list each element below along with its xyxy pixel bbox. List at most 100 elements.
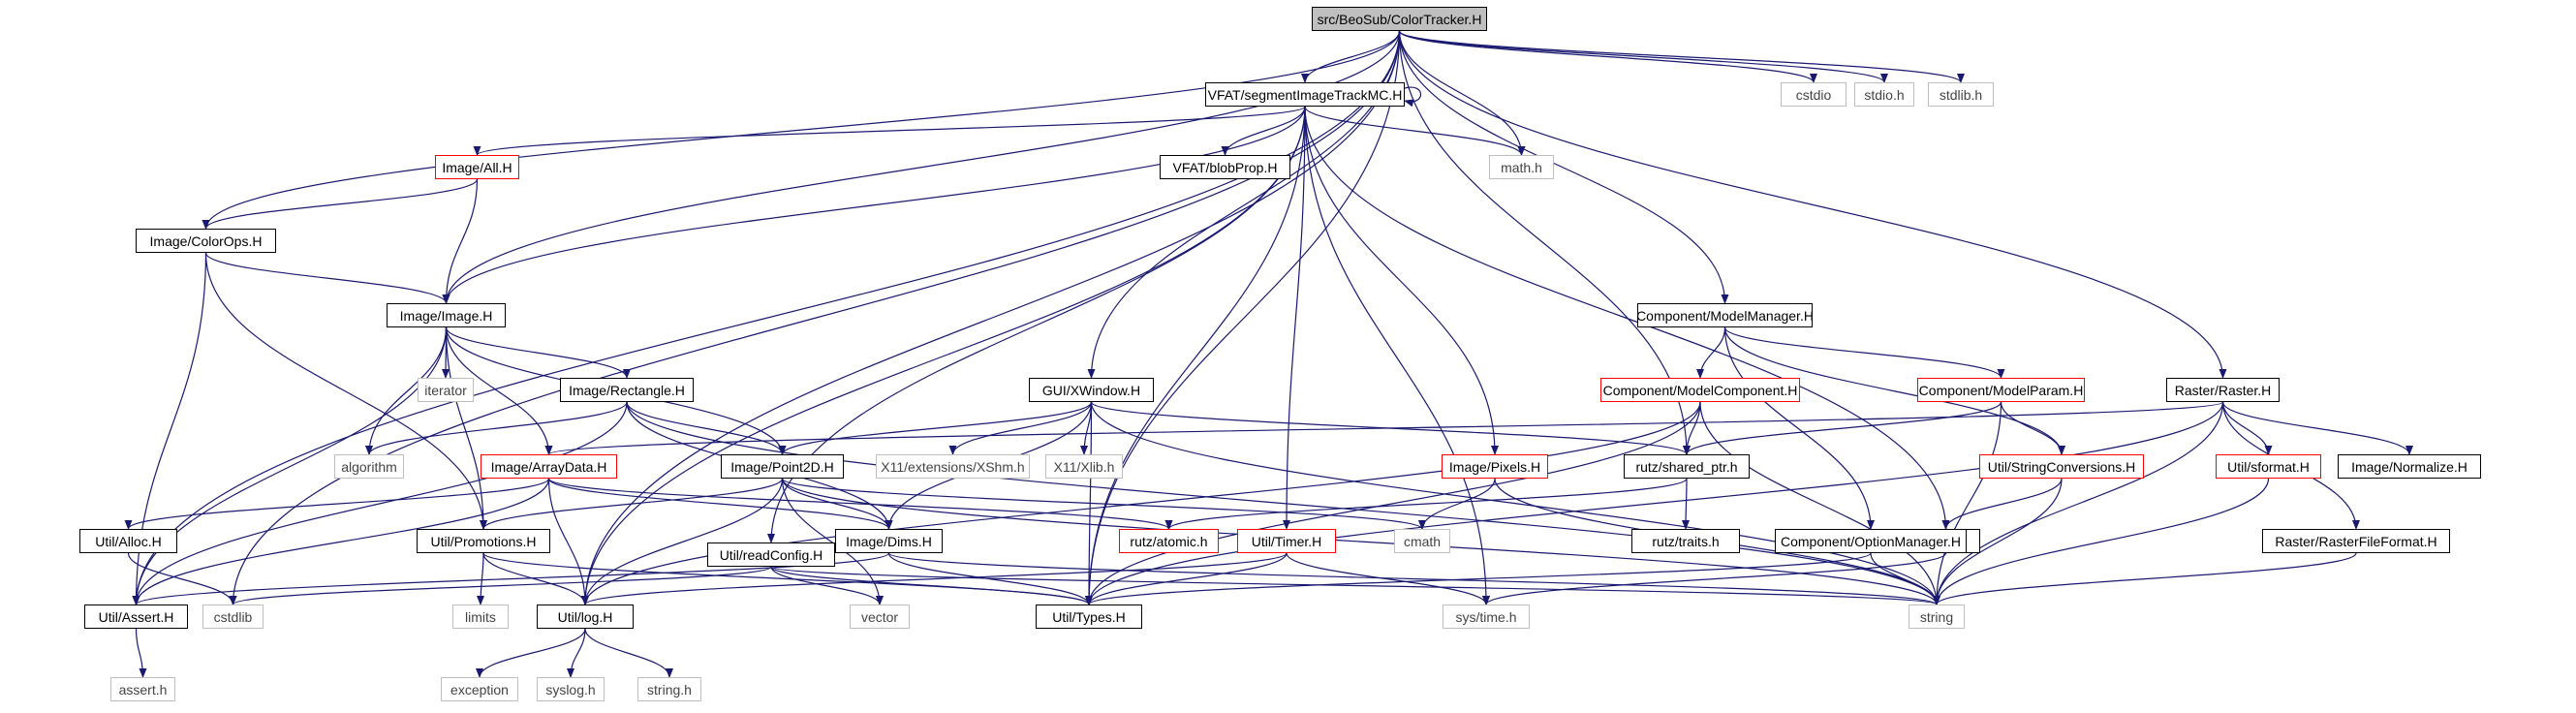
edge-raster-types: [1085, 401, 2224, 605]
edge-point2d-cmath: [781, 478, 1426, 530]
node-cmath: cmath: [1394, 529, 1450, 553]
edge-optionmanager-types: [1085, 552, 1872, 605]
node-systime: sys/time.h: [1443, 604, 1530, 629]
edge-image-rectangle: [445, 326, 631, 379]
edge-root-segment: [1301, 30, 1401, 83]
node-modelcomponent[interactable]: Component/ModelComponent.H: [1600, 378, 1800, 402]
edge-timer-systime: [1286, 552, 1490, 605]
node-raster[interactable]: Raster/Raster.H: [2166, 378, 2280, 402]
node-segment[interactable]: VFAT/segmentImageTrackMC.H: [1205, 82, 1405, 107]
edge-root-image: [442, 30, 1401, 304]
node-traits[interactable]: rutz/traits.h: [1631, 529, 1740, 553]
node-rasterfile[interactable]: Raster/RasterFileFormat.H: [2262, 529, 2450, 553]
edge-segment-types: [1085, 106, 1306, 605]
node-atomic[interactable]: rutz/atomic.h: [1119, 529, 1219, 553]
node-utilassert[interactable]: Util/Assert.H: [84, 604, 188, 629]
node-arraydata[interactable]: Image/ArrayData.H: [481, 454, 617, 479]
node-imageall[interactable]: Image/All.H: [435, 155, 519, 179]
edge-root-stdlib: [1398, 30, 1965, 83]
edge-stringconv-string: [1933, 478, 2063, 605]
edge-raster-normalize: [2221, 401, 2413, 455]
node-alloc[interactable]: Util/Alloc.H: [79, 529, 177, 553]
node-optionmanager[interactable]: Component/OptionManager.H: [1775, 529, 1967, 553]
edge-segment-segment: [1404, 86, 1421, 108]
node-modelparam[interactable]: Component/ModelParam.H: [1917, 378, 2085, 402]
node-root[interactable]: src/BeoSub/ColorTracker.H: [1312, 7, 1487, 31]
node-promotions[interactable]: Util/Promotions.H: [417, 529, 550, 553]
edge-segment-timeh: [1304, 106, 1950, 530]
edge-segment-timer: [1283, 106, 1306, 530]
edge-arraydata-utilassert: [132, 478, 550, 605]
edge-modelmanager-stringconv: [1723, 326, 2065, 455]
node-normalize[interactable]: Image/Normalize.H: [2338, 454, 2481, 479]
edge-segment-math: [1304, 106, 1526, 156]
node-stringconv[interactable]: Util/StringConversions.H: [1979, 454, 2144, 479]
edge-readconfig-vector: [770, 566, 884, 605]
node-stdio: stdio.h: [1854, 82, 1914, 107]
edge-modelmanager-modelparam: [1723, 326, 2005, 379]
edge-image-algorithm: [365, 326, 448, 455]
edge-arraydata-alloc: [124, 478, 550, 530]
edge-root-math: [1398, 30, 1526, 156]
node-syslog: syslog.h: [537, 677, 605, 701]
edge-sharedptr-atomic: [1164, 478, 1688, 530]
edge-layer: [124, 30, 2413, 678]
node-pixels[interactable]: Image/Pixels.H: [1442, 454, 1548, 479]
node-log[interactable]: Util/log.H: [537, 604, 634, 629]
edge-segment-log: [581, 106, 1306, 605]
edge-xwindow-point2d: [778, 401, 1093, 455]
node-modelmanager[interactable]: Component/ModelManager.H: [1636, 303, 1814, 327]
edge-rectangle-point2d: [626, 401, 787, 455]
node-xwindow[interactable]: GUI/XWindow.H: [1029, 378, 1154, 402]
node-xshm: X11/extensions/XShm.h: [876, 454, 1030, 479]
edge-utilassert-asserth: [135, 628, 147, 678]
node-sharedptr[interactable]: rutz/shared_ptr.h: [1624, 454, 1750, 479]
node-cstdio: cstdio: [1781, 82, 1847, 107]
edge-rectangle-utilassert: [132, 401, 628, 605]
edge-promotions-log: [482, 552, 589, 605]
edge-log-exception: [476, 628, 586, 678]
edge-modelcomponent-types: [1085, 401, 1701, 605]
edge-modelmanager-optionmanager: [1723, 326, 1875, 530]
node-stdlib: stdlib.h: [1928, 82, 1994, 107]
edge-xwindow-xshm: [948, 401, 1093, 455]
node-sformat[interactable]: Util/sformat.H: [2216, 454, 2321, 479]
node-xlib: X11/Xlib.h: [1045, 454, 1123, 479]
edge-root-cstdlib: [229, 30, 1401, 605]
node-math: math.h: [1489, 155, 1554, 179]
edge-point2d-vector: [781, 478, 884, 605]
edge-point2d-log: [581, 478, 784, 605]
node-exception: exception: [441, 677, 518, 701]
edge-xwindow-string: [1090, 401, 1940, 605]
edge-arraydata-log: [547, 478, 589, 605]
node-vector: vector: [850, 604, 910, 629]
node-dims[interactable]: Image/Dims.H: [835, 529, 943, 553]
edge-arraydata-atomic: [547, 478, 1173, 530]
edge-root-stdio: [1398, 30, 1888, 83]
node-rectangle[interactable]: Image/Rectangle.H: [560, 378, 694, 402]
edge-segment-image: [442, 106, 1306, 304]
edge-point2d-dims: [781, 478, 893, 530]
edge-root-colorops: [202, 30, 1401, 230]
edge-root-modelmanager: [1398, 30, 1729, 304]
edge-root-raster: [1398, 30, 2227, 379]
edge-imageall-colorops: [202, 178, 479, 230]
node-types[interactable]: Util/Types.H: [1036, 604, 1142, 629]
node-readconfig[interactable]: Util/readConfig.H: [707, 542, 835, 567]
node-image[interactable]: Image/Image.H: [387, 303, 506, 327]
edge-stringconv-timeh: [1941, 478, 2063, 530]
edge-point2d-promotions: [480, 478, 784, 530]
edge-colorops-image: [204, 252, 450, 304]
node-colorops[interactable]: Image/ColorOps.H: [136, 229, 276, 253]
edge-sharedptr-traits: [1682, 478, 1691, 530]
edge-root-cstdio: [1398, 30, 1817, 83]
node-iterator: iterator: [418, 378, 474, 402]
node-point2d[interactable]: Image/Point2D.H: [721, 454, 844, 479]
edge-rectangle-string: [626, 401, 1940, 605]
edge-raster-string: [1933, 401, 2224, 605]
node-string: string: [1909, 604, 1965, 629]
node-blobprop[interactable]: VFAT/blobProp.H: [1160, 155, 1290, 179]
node-timer[interactable]: Util/Timer.H: [1237, 529, 1336, 553]
edge-image-arraydata: [445, 326, 553, 455]
